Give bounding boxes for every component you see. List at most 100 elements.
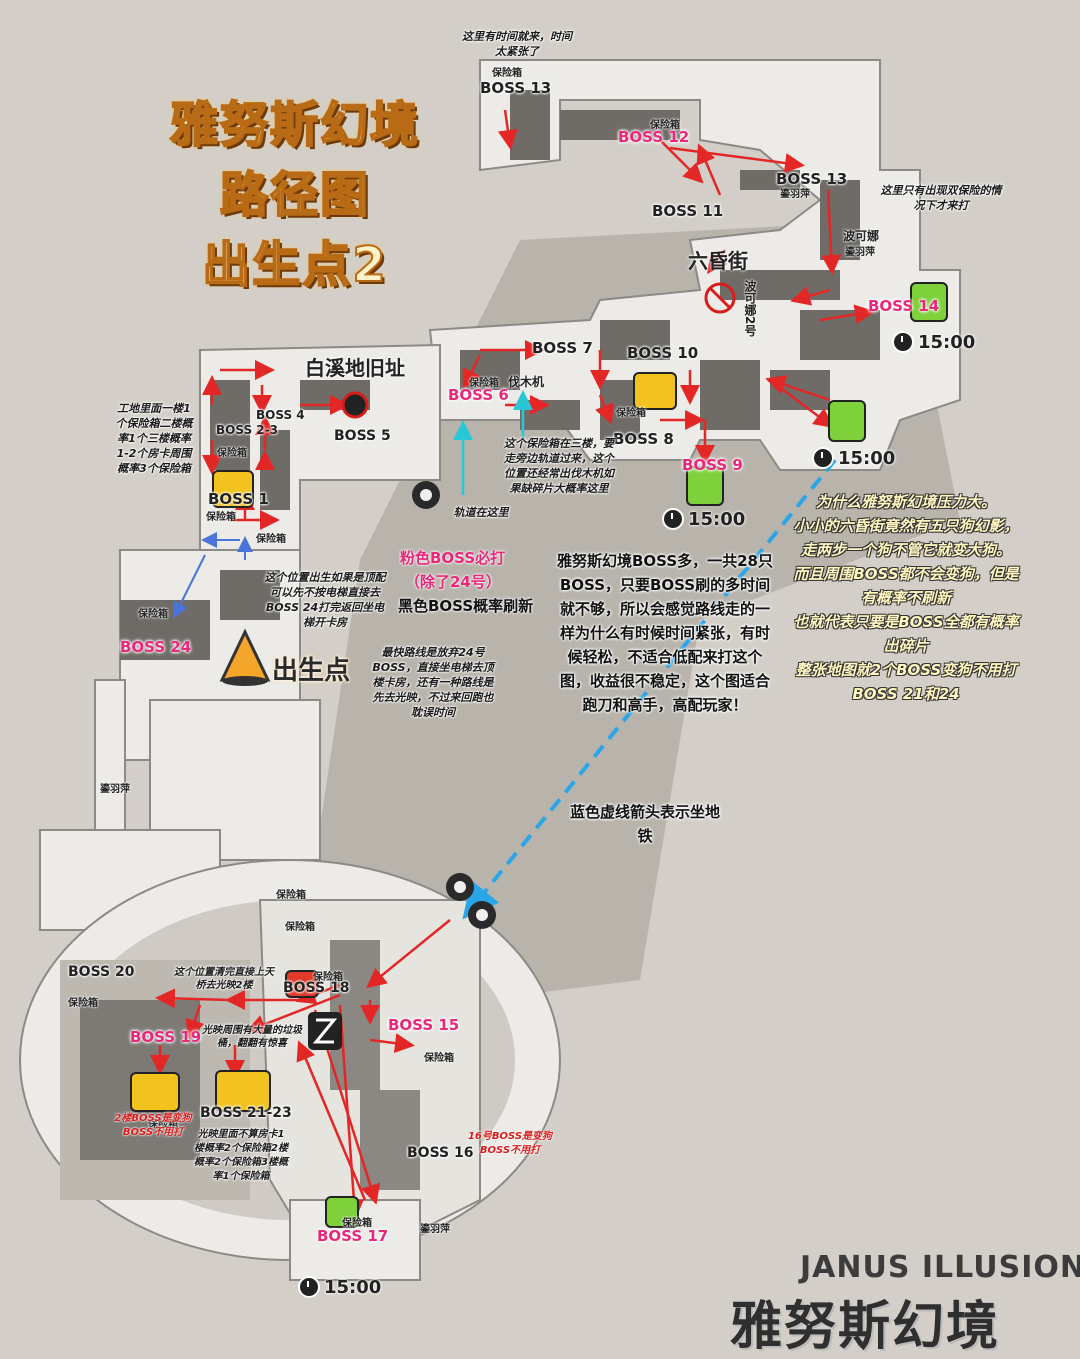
boss-1: BOSS 1 (208, 490, 269, 508)
exit-door-icon (686, 466, 724, 506)
title-line-3: 出生点2 (201, 236, 388, 294)
boss-6: BOSS 6 (448, 386, 509, 404)
spawn-label: 出生点 (272, 656, 351, 686)
note-right: 这里只有出现双保险的情况下才来打 (880, 184, 1002, 212)
exit-door-icon (910, 282, 948, 322)
timer-9: 15:00 (662, 508, 745, 530)
prohibited-icon (341, 282, 736, 419)
exit-door-icon (325, 1196, 359, 1228)
safe-label: 保险箱 (276, 890, 306, 901)
boss-2-3: BOSS 2-3 (216, 423, 278, 437)
safe-label: 保险箱 (68, 998, 98, 1009)
map-interiors (120, 90, 880, 660)
clock-icon (662, 508, 684, 530)
right-line: 走两步一个狗不管它就变大狗。 (800, 541, 1011, 559)
legend-black-prob: 黑色BOSS概率刷新 (398, 597, 534, 615)
boss-18: BOSS 18 (283, 980, 350, 996)
right-line: BOSS 21和24 (852, 685, 960, 703)
boss-8: BOSS 8 (613, 430, 674, 448)
note-third-floor: 这个保险箱在三楼，要走旁边轨道过来，这个位置还经常出伐木机如果缺碎片大概率这里 (504, 437, 614, 495)
center-description: 雅努斯幻境BOSS多，一共28只BOSS，只要BOSS刷的多时间就不够，所以会感… (557, 552, 773, 714)
spawn-marker-icon (219, 628, 271, 686)
note-fast-route: 最快路线是放弃24号BOSS，直接坐电梯去顶楼卡房，还有一种路线是先去光映，不过… (372, 646, 494, 719)
note-site: 工地里面一楼1个保险箱二楼概率1个三楼概率1-2个房卡周围概率3个保险箱 (115, 402, 193, 475)
safe-label: 保险箱 (492, 68, 522, 79)
boss-10: BOSS 10 (627, 344, 699, 362)
timer-value: 15:00 (324, 1276, 382, 1298)
boss-16: BOSS 16 (407, 1145, 474, 1161)
dog-phantom-label: 鎏羽萍 (420, 1224, 450, 1235)
boss-13-top: BOSS 13 (480, 79, 552, 97)
safe-label: 保险箱 (342, 1218, 372, 1229)
timer-value: 15:00 (838, 447, 896, 469)
right-line: 为什么雅努斯幻境压力大。 (815, 493, 996, 511)
title-line-2: 路径图 (219, 166, 370, 224)
safe-label: 保险箱 (148, 1119, 178, 1130)
elevator-icon (308, 1012, 342, 1050)
brand-english: JANUS ILLUSION (800, 1250, 1080, 1285)
note-subway: 蓝色虚线箭头表示坐地铁 (570, 803, 721, 845)
clock-icon (892, 331, 914, 353)
place-liuhun: 六昏街 (688, 249, 748, 273)
boss-20: BOSS 20 (68, 964, 135, 980)
map-lower-district (19, 859, 561, 1281)
red-box-icon (285, 970, 319, 998)
safe-label: 保险箱 (138, 609, 168, 620)
clock-icon (812, 447, 834, 469)
safe-label: 保险箱 (616, 408, 646, 419)
timer-17: 15:00 (298, 1276, 381, 1298)
key-icon (633, 372, 677, 410)
place-famuji: 伐木机 (508, 375, 545, 389)
clock-icon (298, 1276, 320, 1298)
boss-14: BOSS 14 (868, 297, 940, 315)
note-guangying: 光映里面不算房卡1楼概率2个保险箱2楼概率2个保险箱3楼概率1个保险箱 (194, 1129, 288, 1182)
safe-label: 保险箱 (313, 972, 343, 983)
spawn-arrows (173, 532, 253, 619)
right-line: 有概率不刷新 (860, 589, 951, 607)
boss-13-right: BOSS 13 (776, 170, 848, 188)
safe-label: 保险箱 (206, 512, 236, 523)
timer-east: 15:00 (812, 447, 895, 469)
boss-24: BOSS 24 (120, 638, 192, 656)
place-bokena-2: 波可娜2号 (743, 280, 757, 337)
exit-door-icon (828, 400, 866, 442)
timer-14: 15:00 (892, 331, 975, 353)
dog-phantom-label: 鎏羽萍 (100, 784, 130, 795)
safe-label: 保险箱 (217, 448, 247, 459)
boss-4: BOSS 4 (256, 408, 305, 422)
safe-label: 保险箱 (650, 120, 680, 131)
key-icon (130, 1072, 180, 1112)
boss-19: BOSS 19 (130, 1028, 202, 1046)
note-16-dog: 16号BOSS是变狗BOSS不用打 (467, 1131, 553, 1156)
boss-17: BOSS 17 (317, 1227, 389, 1245)
dog-phantom-label: 鎏羽萍 (780, 189, 810, 200)
note-track: 轨道在这里 (453, 506, 509, 519)
right-line: 整张地图就2个BOSS变狗不用打 (795, 661, 1017, 679)
key-icon (212, 470, 254, 508)
right-line: 而且周围BOSS都不会变狗，但是 (793, 565, 1019, 583)
boss-21-23: BOSS 21-23 (200, 1105, 292, 1121)
dog-phantom-label: 鎏羽萍 (845, 247, 875, 258)
legend-pink-except: （除了24号） (405, 573, 501, 591)
note-sky-bridge: 这个位置清完直接上天桥去光映2楼 (174, 967, 274, 991)
note-trash: 光映周围有大量的垃圾桶，翻翻有惊喜 (202, 1025, 302, 1049)
note-spawn: 这个位置出生如果是顶配可以先不按电梯直接去BOSS 24打完返回坐电梯开卡房 (264, 571, 386, 629)
key-icon (215, 1070, 271, 1112)
legend-pink-must: 粉色BOSS必打 (400, 549, 506, 567)
boss-15: BOSS 15 (388, 1016, 460, 1034)
right-line: 小小的六昏街竟然有五只狗幻影， (793, 517, 1019, 535)
note-top: 这里有时间就来，时间太紧张了 (462, 30, 572, 58)
safe-label: 保险箱 (256, 534, 286, 545)
title-line-1: 雅努斯幻境 (169, 96, 420, 154)
boss-11: BOSS 11 (652, 202, 724, 220)
right-description: 为什么雅努斯幻境压力大。 小小的六昏街竟然有五只狗幻影， 走两步一个狗不管它就变… (776, 490, 1036, 706)
subway-line (462, 458, 837, 920)
boss-7: BOSS 7 (532, 339, 593, 357)
right-line: 也就代表只要是BOSS全都有概率 (793, 613, 1019, 631)
timer-value: 15:00 (688, 508, 746, 530)
timer-value: 15:00 (918, 331, 976, 353)
boss-5: BOSS 5 (334, 428, 391, 444)
boss-9: BOSS 9 (682, 456, 743, 474)
note-2f-dog: 2楼BOSS是变狗BOSS不用打 (114, 1113, 192, 1138)
